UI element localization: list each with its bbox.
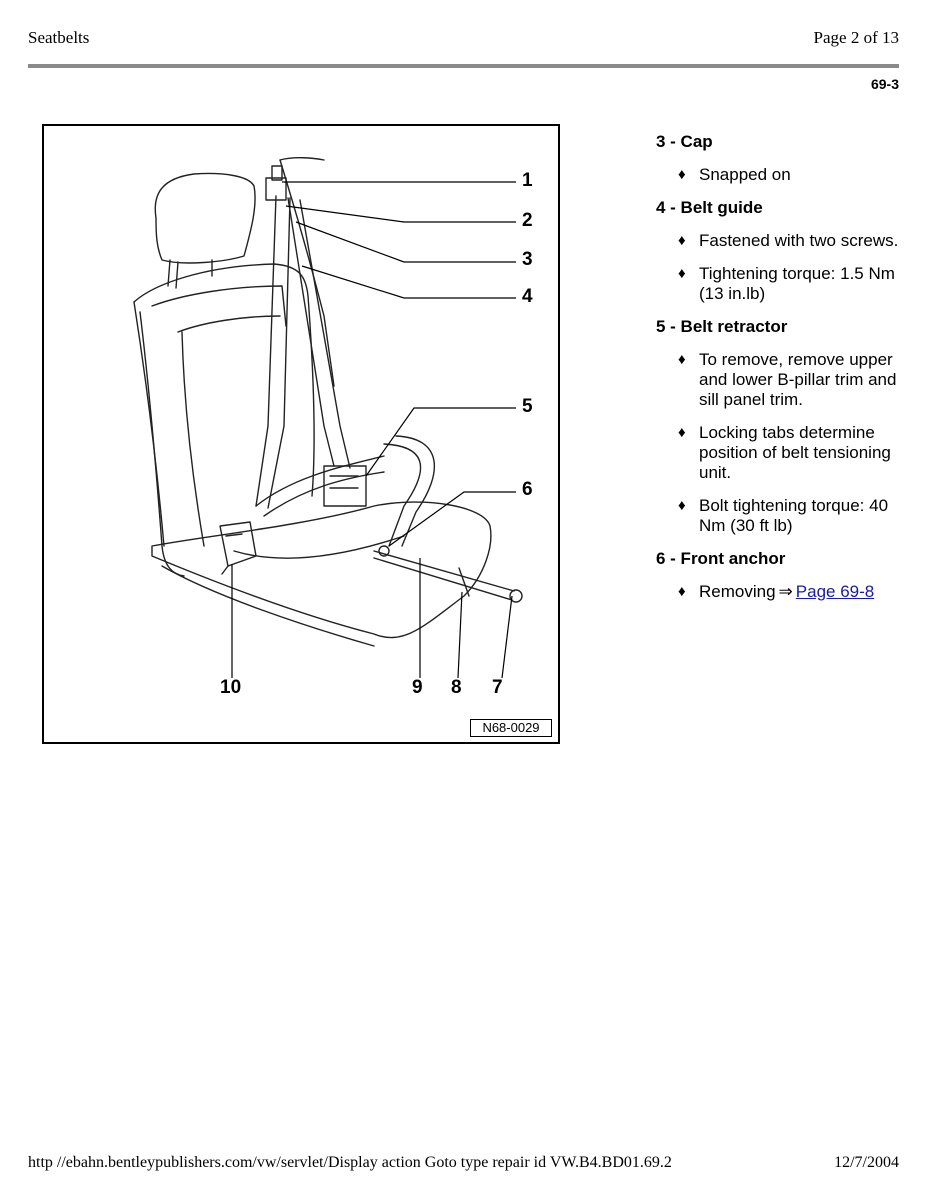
list-item: ♦ Bolt tightening torque: 40 Nm (30 ft l… bbox=[656, 496, 906, 536]
callout-6: 6 bbox=[522, 479, 533, 500]
diamond-bullet-icon: ♦ bbox=[678, 583, 686, 600]
footer-url: http //ebahn.bentleypublishers.com/vw/se… bbox=[28, 1154, 672, 1171]
callout-7: 7 bbox=[492, 677, 503, 698]
item-heading: 6 - Front anchor bbox=[656, 549, 786, 568]
document-title: Seatbelts bbox=[28, 28, 90, 47]
list-item-text: Locking tabs determine position of belt … bbox=[699, 423, 891, 482]
list-item: ♦ Locking tabs determine position of bel… bbox=[656, 423, 906, 483]
item-heading: 4 - Belt guide bbox=[656, 198, 763, 217]
arrow-right-icon: ⇒ bbox=[778, 582, 793, 601]
page-link[interactable]: Page 69-8 bbox=[795, 582, 875, 601]
diamond-bullet-icon: ♦ bbox=[678, 351, 686, 368]
diamond-bullet-icon: ♦ bbox=[678, 265, 686, 282]
seat-illustration bbox=[133, 157, 523, 679]
section-number: 69-3 bbox=[870, 76, 899, 92]
callout-8: 8 bbox=[451, 677, 462, 698]
callout-1: 1 bbox=[522, 170, 533, 191]
callout-2: 2 bbox=[522, 210, 533, 231]
list-item: ♦ Fastened with two screws. bbox=[656, 231, 906, 251]
diamond-bullet-icon: ♦ bbox=[678, 497, 686, 514]
item-heading: 5 - Belt retractor bbox=[656, 317, 788, 336]
page-number: Page 2 of 13 bbox=[813, 28, 899, 47]
parts-list: 3 - Cap ♦ Snapped on 4 - Belt guide ♦ Fa… bbox=[656, 132, 906, 615]
item-heading: 3 - Cap bbox=[656, 132, 713, 151]
figure-code: N68-0029 bbox=[470, 719, 552, 737]
seatbelt-diagram: 1 2 3 4 5 6 7 8 9 10 N68-0029 bbox=[42, 124, 560, 744]
diamond-bullet-icon: ♦ bbox=[678, 424, 686, 441]
list-item: ♦ Removing⇒Page 69-8 bbox=[656, 582, 906, 602]
list-item: ♦ To remove, remove upper and lower B-pi… bbox=[656, 350, 906, 410]
callout-5: 5 bbox=[522, 396, 533, 417]
list-item-text: Tightening torque: 1.5 Nm (13 in.lb) bbox=[699, 264, 895, 303]
callout-9: 9 bbox=[412, 677, 423, 698]
callout-4: 4 bbox=[522, 286, 533, 307]
callout-10: 10 bbox=[220, 677, 242, 698]
list-item-text: Snapped on bbox=[699, 165, 791, 184]
list-item: ♦ Snapped on bbox=[656, 165, 906, 185]
diamond-bullet-icon: ♦ bbox=[678, 166, 686, 183]
list-item-text: Removing bbox=[699, 582, 776, 601]
list-item-text: Fastened with two screws. bbox=[699, 231, 899, 250]
list-item: ♦ Tightening torque: 1.5 Nm (13 in.lb) bbox=[656, 264, 906, 304]
footer: http //ebahn.bentleypublishers.com/vw/se… bbox=[28, 1154, 899, 1172]
list-item-text: To remove, remove upper and lower B-pill… bbox=[699, 350, 897, 409]
footer-date: 12/7/2004 bbox=[834, 1154, 899, 1171]
diamond-bullet-icon: ♦ bbox=[678, 232, 686, 249]
list-item-text: Bolt tightening torque: 40 Nm (30 ft lb) bbox=[699, 496, 889, 535]
callout-3: 3 bbox=[522, 249, 533, 270]
header-rule bbox=[28, 64, 899, 68]
